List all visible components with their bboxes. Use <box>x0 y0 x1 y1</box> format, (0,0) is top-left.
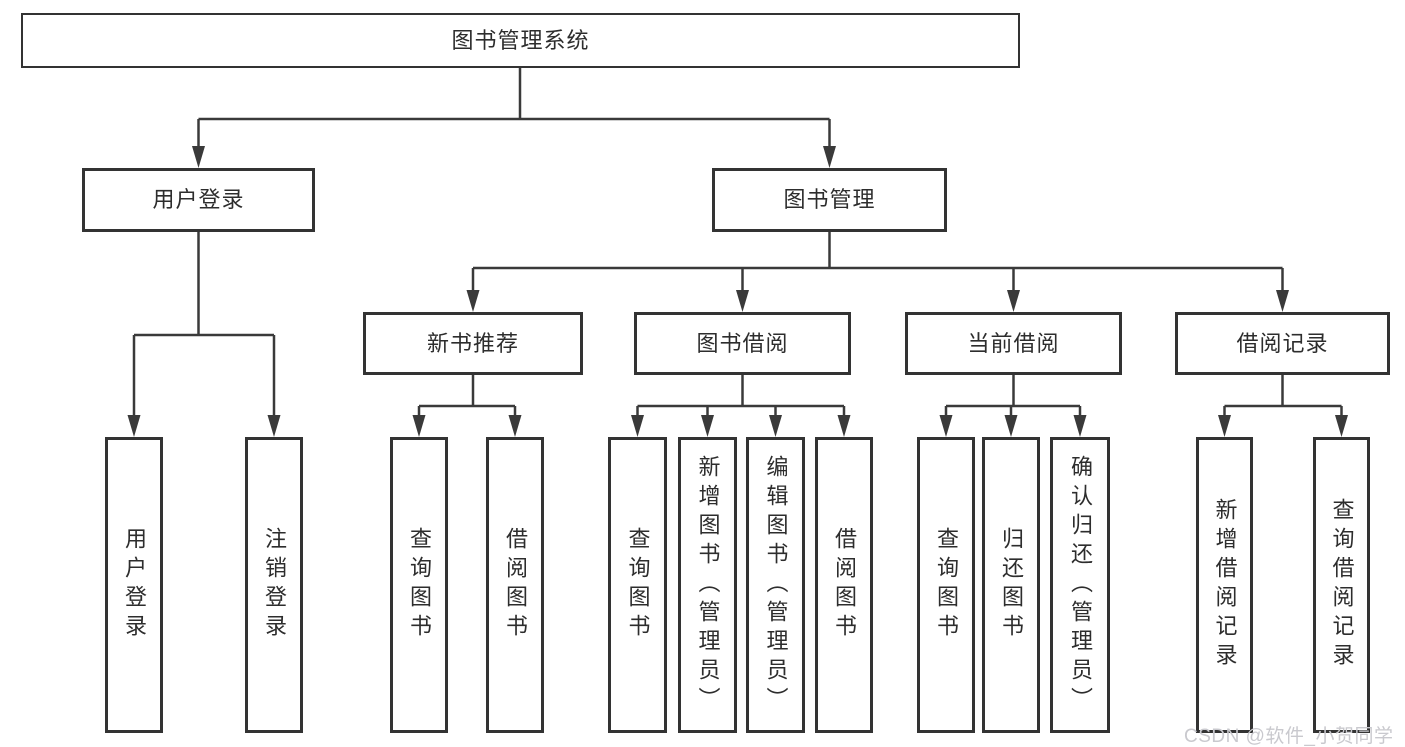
leaf-query-book-3: 查询图书 <box>917 437 975 733</box>
leaf-edit-book-admin: 编辑图书（管理员） <box>746 437 805 733</box>
leaf-label: 归还图书 <box>999 527 1024 643</box>
leaf-label: 新增借阅记录 <box>1212 498 1238 672</box>
leaf-label: 借阅图书 <box>832 527 857 643</box>
leaf-add-book-admin: 新增图书（管理员） <box>678 437 737 733</box>
node-borrow-record: 借阅记录 <box>1175 312 1390 375</box>
node-new-book-recommend: 新书推荐 <box>363 312 583 375</box>
leaf-confirm-return-admin: 确认归还（管理员） <box>1050 437 1110 733</box>
leaf-label: 查询图书 <box>625 527 651 643</box>
csdn-watermark: CSDN @软件_小贺同学 <box>1184 726 1394 747</box>
leaf-label: 查询图书 <box>407 527 432 643</box>
leaf-logout: 注销登录 <box>245 437 303 733</box>
leaf-label: 注销登录 <box>262 527 287 643</box>
leaf-label: 借阅图书 <box>503 527 528 643</box>
node-user-login: 用户登录 <box>82 168 315 232</box>
leaf-query-borrow-record: 查询借阅记录 <box>1313 437 1370 733</box>
leaf-borrow-book-2: 借阅图书 <box>815 437 873 733</box>
leaf-label: 查询图书 <box>934 527 959 643</box>
node-book-management: 图书管理 <box>712 168 947 232</box>
node-book-borrow: 图书借阅 <box>634 312 851 375</box>
leaf-label: 用户登录 <box>122 527 147 643</box>
leaf-label: 新增图书（管理员） <box>695 454 721 716</box>
node-library-system: 图书管理系统 <box>21 13 1020 68</box>
leaf-user-login: 用户登录 <box>105 437 163 733</box>
leaf-query-book-2: 查询图书 <box>608 437 667 733</box>
leaf-label: 查询借阅记录 <box>1329 498 1355 672</box>
leaf-label: 编辑图书（管理员） <box>763 454 789 716</box>
leaf-borrow-book-1: 借阅图书 <box>486 437 544 733</box>
leaf-query-book-1: 查询图书 <box>390 437 448 733</box>
leaf-add-borrow-record: 新增借阅记录 <box>1196 437 1253 733</box>
leaf-return-book: 归还图书 <box>982 437 1040 733</box>
leaf-label: 确认归还（管理员） <box>1068 454 1093 716</box>
node-current-borrow: 当前借阅 <box>905 312 1122 375</box>
